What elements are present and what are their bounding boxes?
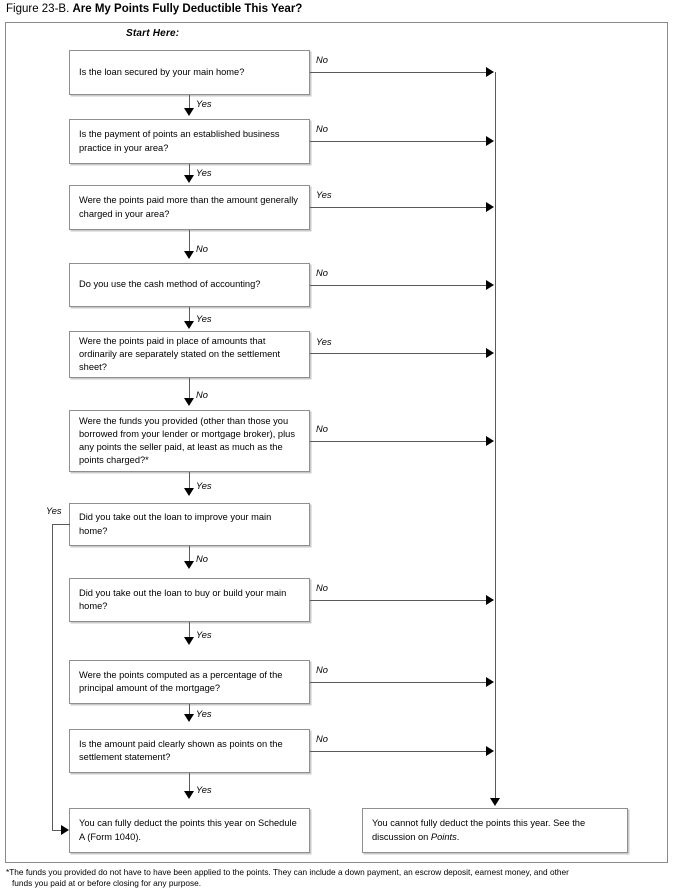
edge-q5-no-label: No <box>196 390 208 400</box>
node-q9-text: Were the points computed as a percentage… <box>79 669 283 693</box>
node-q5-text: Were the points paid in place of amounts… <box>79 335 281 373</box>
node-q10[interactable]: Is the amount paid clearly shown as poin… <box>69 729 310 773</box>
edge-q6-no-arrow <box>486 436 494 446</box>
node-q7[interactable]: Did you take out the loan to improve you… <box>69 503 310 546</box>
edge-q7-yes-line-bottom <box>52 830 61 831</box>
edge-q7-no-label: No <box>196 554 208 564</box>
edge-q1-no-label: No <box>316 55 328 65</box>
node-q4-text: Do you use the cash method of accounting… <box>79 279 261 290</box>
node-q5[interactable]: Were the points paid in place of amounts… <box>69 331 310 378</box>
edge-q4-no-arrow <box>486 280 494 290</box>
edge-q10-no-label: No <box>316 734 328 744</box>
edge-q2-no-line <box>310 141 486 142</box>
outcome-not-deductible-text-b: . <box>456 831 460 842</box>
node-q1[interactable]: Is the loan secured by your main home? <box>69 50 310 95</box>
edge-q9-yes-arrow <box>184 714 194 722</box>
node-q3[interactable]: Were the points paid more than the amoun… <box>69 185 310 230</box>
edge-q3-no-line <box>189 230 190 253</box>
outcome-not-deductible-text: You cannot fully deduct the points this … <box>363 817 627 843</box>
edge-q4-no-label: No <box>316 268 328 278</box>
node-q8-text: Did you take out the loan to buy or buil… <box>79 587 287 611</box>
edge-q2-no-label: No <box>316 124 328 134</box>
edge-q4-yes-line <box>189 307 190 323</box>
edge-q5-no-arrow <box>184 398 194 406</box>
collector-spine-arrow <box>490 798 500 806</box>
node-q6[interactable]: Were the funds you provided (other than … <box>69 410 310 472</box>
edge-q3-no-arrow <box>184 251 194 259</box>
edge-q6-no-label: No <box>316 424 328 434</box>
edge-q6-yes-label: Yes <box>196 481 212 491</box>
page-title: Figure 23-B. Are My Points Fully Deducti… <box>6 2 646 16</box>
edge-q10-no-arrow <box>486 746 494 756</box>
edge-q1-no-line <box>310 72 486 73</box>
edge-q4-no-line <box>310 285 486 286</box>
edge-q3-yes-arrow <box>486 202 494 212</box>
edge-q6-no-line <box>310 441 486 442</box>
footnote-line-1: *The funds you provided do not have to h… <box>6 867 569 877</box>
edge-q5-yes-label: Yes <box>316 337 332 347</box>
edge-q2-no-arrow <box>486 136 494 146</box>
edge-q7-no-arrow <box>184 561 194 569</box>
outcome-not-deductible[interactable]: You cannot fully deduct the points this … <box>362 808 628 853</box>
edge-q8-yes-arrow <box>184 637 194 645</box>
outcome-not-deductible-text-a: You cannot fully deduct the points this … <box>372 818 586 842</box>
edge-q7-yes-line-top <box>52 524 70 525</box>
figure-label: Figure 23-B. <box>6 3 70 15</box>
edge-q4-yes-arrow <box>184 321 194 329</box>
edge-q3-no-label: No <box>196 244 208 254</box>
edge-q8-no-line <box>310 600 486 601</box>
edge-q2-yes-arrow <box>184 175 194 183</box>
node-q10-text: Is the amount paid clearly shown as poin… <box>79 738 283 762</box>
edge-q8-yes-label: Yes <box>196 630 212 640</box>
edge-q2-yes-label: Yes <box>196 168 212 178</box>
edge-q8-no-label: No <box>316 583 328 593</box>
edge-q7-no-line <box>189 546 190 563</box>
edge-q9-no-arrow <box>486 677 494 687</box>
edge-q10-no-line <box>310 751 486 752</box>
edge-q2-yes-line <box>189 164 190 177</box>
edge-q1-no-arrow <box>486 67 494 77</box>
node-q2[interactable]: Is the payment of points an established … <box>69 119 310 164</box>
edge-q1-yes-line <box>189 95 190 111</box>
node-q3-text: Were the points paid more than the amoun… <box>79 195 298 219</box>
edge-q1-yes-label: Yes <box>196 99 212 109</box>
outcome-not-deductible-italic: Points <box>430 831 457 842</box>
edge-q8-no-arrow <box>486 595 494 605</box>
edge-q7-yes-arrow <box>61 825 69 835</box>
edge-q10-yes-arrow <box>184 791 194 799</box>
edge-q6-yes-arrow <box>184 488 194 496</box>
node-q9[interactable]: Were the points computed as a percentage… <box>69 660 310 704</box>
start-here-label: Start Here: <box>126 28 180 39</box>
edge-q10-yes-line <box>189 773 190 793</box>
edge-q9-yes-label: Yes <box>196 709 212 719</box>
outcome-deductible-text: You can fully deduct the points this yea… <box>79 818 297 842</box>
footnote-line-2: funds you paid at or before closing for … <box>12 878 202 888</box>
edge-q7-yes-label: Yes <box>46 506 62 516</box>
edge-q10-yes-label: Yes <box>196 785 212 795</box>
edge-q6-yes-line <box>189 472 190 490</box>
edge-q1-yes-arrow <box>184 108 194 116</box>
collector-spine <box>495 72 496 802</box>
node-q7-text: Did you take out the loan to improve you… <box>79 512 272 536</box>
node-q1-text: Is the loan secured by your main home? <box>79 66 245 77</box>
edge-q7-yes-line-down <box>52 524 53 831</box>
footnote: *The funds you provided do not have to h… <box>6 867 666 889</box>
outcome-deductible[interactable]: You can fully deduct the points this yea… <box>69 808 310 853</box>
edge-q3-yes-line <box>310 207 486 208</box>
node-q6-text: Were the funds you provided (other than … <box>79 415 295 466</box>
edge-q9-no-label: No <box>316 665 328 675</box>
edge-q4-yes-label: Yes <box>196 314 212 324</box>
edge-q5-yes-arrow <box>486 348 494 358</box>
node-q8[interactable]: Did you take out the loan to buy or buil… <box>69 578 310 622</box>
edge-q3-yes-label: Yes <box>316 190 332 200</box>
edge-q5-yes-line <box>310 353 486 354</box>
edge-q9-yes-line <box>189 704 190 716</box>
edge-q8-yes-line <box>189 622 190 639</box>
node-q4[interactable]: Do you use the cash method of accounting… <box>69 263 310 307</box>
edge-q9-no-line <box>310 682 486 683</box>
node-q2-text: Is the payment of points an established … <box>79 129 280 153</box>
figure-title: Are My Points Fully Deductible This Year… <box>72 3 303 15</box>
edge-q5-no-line <box>189 378 190 400</box>
